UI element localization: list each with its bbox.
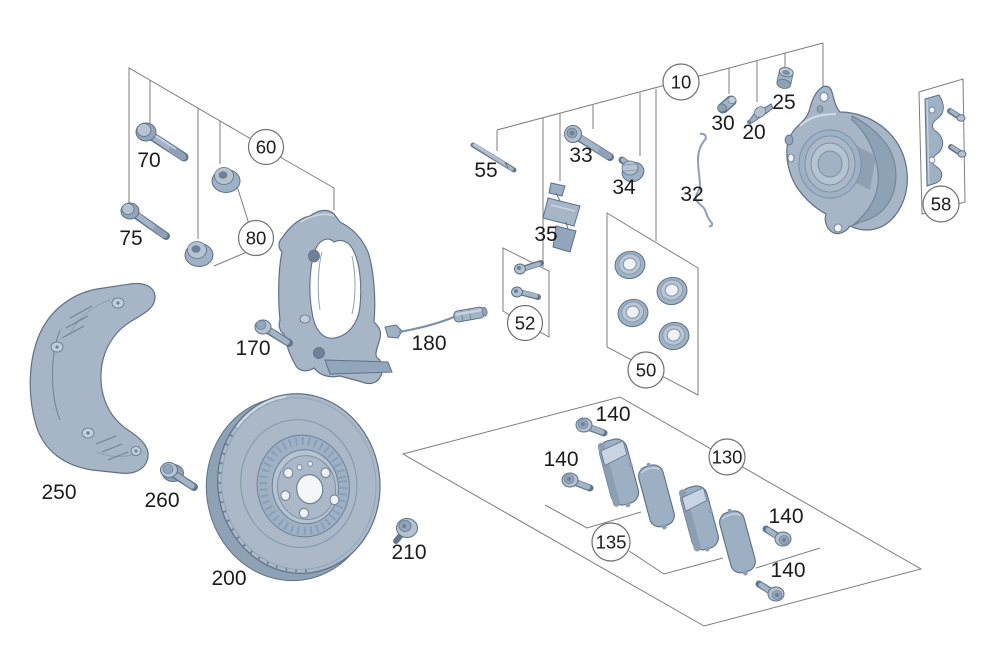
- shield-bolt-260: [160, 462, 198, 491]
- guide-bolt-75: [120, 202, 170, 240]
- disc-lug-holes: [280, 467, 340, 519]
- label-25[interactable]: 25: [772, 91, 795, 114]
- label-20[interactable]: 20: [742, 121, 765, 144]
- leader-lines: [128, 42, 824, 267]
- plain-callouts: 70 75 170 180 200 210 250 260 55 33 34 3…: [41, 91, 805, 590]
- bleeder-valve-20: [747, 103, 774, 125]
- callout-80[interactable]: 80: [237, 219, 275, 257]
- brake-pad-inner-left: [638, 462, 675, 530]
- bushing-25: [776, 66, 794, 89]
- pad-bolt-140: [561, 472, 594, 492]
- callout-135-label[interactable]: 135: [596, 532, 627, 553]
- callout-50-label[interactable]: 50: [636, 360, 657, 381]
- brake-pad-outer-right: [678, 485, 719, 552]
- disc-center-bore: [296, 474, 324, 505]
- pad-step-line: [755, 547, 821, 569]
- carrier-bolt-170: [254, 319, 293, 347]
- disc-retaining-screw-210: [393, 518, 418, 544]
- brake-pad-inner-right: [719, 508, 756, 576]
- bracket-bolt-hole-lower: [313, 347, 325, 359]
- caliper-lug-hole-upper: [819, 92, 829, 102]
- circled-callouts: 60 80 10 52 50 58 130 135: [237, 63, 960, 562]
- pad-bolt-140: [762, 525, 792, 547]
- callout-60[interactable]: 60: [247, 128, 285, 166]
- cap-plug-30: [717, 95, 737, 114]
- sensor-wire-clip-32: [694, 132, 714, 228]
- callout-135[interactable]: 135: [591, 522, 631, 562]
- label-260[interactable]: 260: [144, 489, 179, 512]
- kit-box-58: [918, 78, 966, 215]
- brake-disc: [205, 393, 381, 582]
- brake-pad-outer-left: [597, 438, 640, 508]
- callout-10-label[interactable]: 10: [671, 72, 692, 93]
- label-30[interactable]: 30: [711, 112, 734, 135]
- guide-bolt-33: [564, 125, 614, 161]
- callout-52-label[interactable]: 52: [515, 313, 536, 334]
- guide-bolt-70: [135, 122, 189, 162]
- label-200[interactable]: 200: [211, 567, 246, 590]
- flange-nut-lower: [184, 241, 214, 267]
- label-140[interactable]: 140: [770, 559, 805, 582]
- callout-58[interactable]: 58: [922, 185, 960, 223]
- label-70[interactable]: 70: [137, 149, 160, 172]
- callout-58-label[interactable]: 58: [931, 194, 952, 215]
- guide-bolt-kit-52: [511, 260, 544, 300]
- brake-caliper-body: [784, 85, 908, 235]
- label-250[interactable]: 250: [41, 481, 76, 504]
- label-140[interactable]: 140: [595, 403, 630, 426]
- label-140[interactable]: 140: [768, 505, 803, 528]
- label-32[interactable]: 32: [680, 183, 703, 206]
- bracket-bolt-hole-upper: [308, 249, 320, 263]
- label-170[interactable]: 170: [235, 337, 270, 360]
- kit-box-pads: [401, 396, 923, 627]
- callout-52[interactable]: 52: [506, 304, 544, 342]
- label-180[interactable]: 180: [411, 332, 446, 355]
- callout-130-label[interactable]: 130: [712, 447, 743, 468]
- label-75[interactable]: 75: [119, 227, 142, 250]
- seal-ring-kit-50: [614, 250, 690, 351]
- label-35[interactable]: 35: [534, 223, 557, 246]
- callout-60-label[interactable]: 60: [256, 137, 277, 158]
- heat-shield-kit-58: [924, 94, 967, 187]
- pad-retaining-pin-55: [470, 142, 517, 173]
- shield-rivet-bosses: [50, 297, 142, 456]
- callout-80-label[interactable]: 80: [246, 228, 267, 249]
- label-33[interactable]: 33: [569, 144, 592, 167]
- caliper-bolt-34: [618, 156, 645, 183]
- label-140[interactable]: 140: [543, 448, 578, 471]
- label-34[interactable]: 34: [612, 176, 636, 199]
- pad-spring-clip-35: [542, 182, 581, 253]
- brake-pad-set: [597, 438, 756, 576]
- pad-step-line: [544, 504, 642, 529]
- label-210[interactable]: 210: [391, 541, 426, 564]
- pad-bolts-140: [561, 417, 792, 602]
- pad-bolt-140: [575, 417, 608, 437]
- caliper-carrier-bracket: [278, 209, 393, 385]
- callout-50[interactable]: 50: [627, 351, 665, 389]
- pad-step-line: [628, 550, 724, 575]
- brake-splash-shield: [29, 282, 156, 474]
- label-55[interactable]: 55: [474, 159, 497, 182]
- callout-130[interactable]: 130: [708, 438, 746, 476]
- flange-nut-upper: [211, 167, 241, 193]
- caliper-lug-hole-lower: [833, 223, 843, 233]
- pad-bolt-140: [755, 580, 785, 602]
- wear-sensor-180: [384, 306, 488, 339]
- kit-box-50: [606, 212, 699, 396]
- callout-10[interactable]: 10: [662, 63, 700, 101]
